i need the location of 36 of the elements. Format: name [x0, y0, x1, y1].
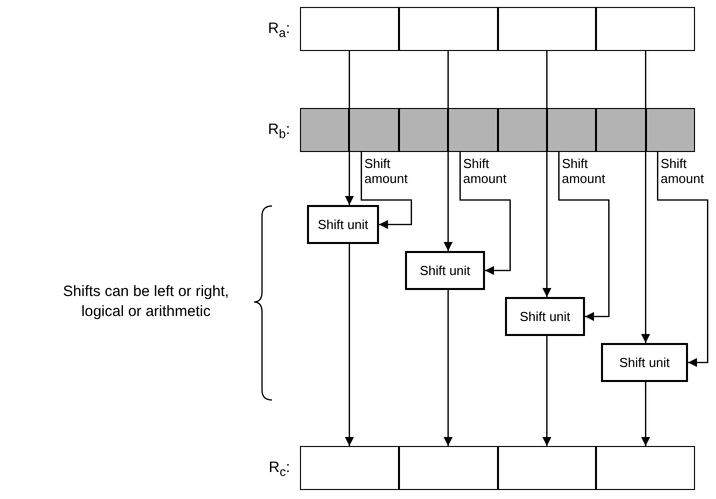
register-cell	[398, 7, 498, 51]
arrow	[459, 152, 511, 275]
register-cell	[349, 108, 399, 152]
arrow	[641, 382, 650, 446]
process-box: Shift unit	[505, 297, 585, 336]
arrow	[656, 152, 708, 367]
arrow	[542, 336, 552, 446]
register-cell	[448, 108, 498, 152]
register-cell	[300, 446, 399, 490]
register-cell	[300, 108, 350, 152]
edge-label: Shift amount	[660, 156, 707, 186]
register-label: R$_{a}$:	[267, 20, 290, 40]
register-cell	[498, 446, 596, 490]
arrow	[360, 152, 412, 229]
register-cell	[546, 108, 596, 152]
edge-label: Shift amount	[364, 156, 410, 186]
register-cell	[596, 7, 695, 51]
edge-label: Shift amount	[562, 156, 608, 186]
register-cell	[300, 7, 399, 51]
register-label: R$_{b}$:	[267, 121, 290, 141]
register-cell	[596, 108, 646, 152]
register-cell	[646, 108, 695, 152]
arrow	[344, 244, 354, 446]
register-cell	[498, 7, 596, 51]
edge-label: Shift amount	[463, 156, 510, 186]
register-cell	[398, 446, 498, 490]
arrow	[444, 290, 453, 446]
process-box: Shift unit	[405, 251, 485, 290]
process-box: Shift unit	[307, 205, 379, 244]
register-cell	[398, 108, 448, 152]
register-cell	[596, 446, 695, 490]
register-label: R$_{c}$:	[268, 459, 290, 479]
arrow	[558, 152, 610, 321]
register-cell	[498, 108, 547, 152]
note-text: Shifts can be left or right, logical or arithmetic	[62, 282, 230, 322]
process-box: Shift unit	[601, 343, 688, 382]
